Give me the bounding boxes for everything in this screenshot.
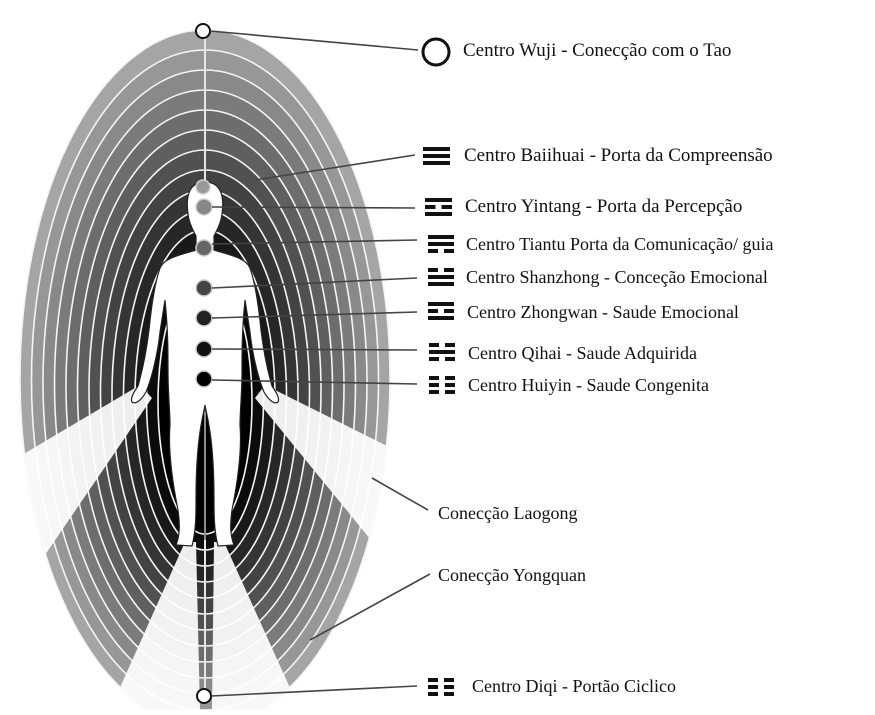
broken-bar: [445, 376, 455, 380]
broken-bar: [429, 357, 439, 361]
label-laogong: Conecção Laogong: [438, 503, 578, 523]
zhongwan-point: [195, 309, 213, 327]
trigram-icon: [425, 198, 452, 216]
broken-bar: [428, 309, 438, 313]
solid-bar: [423, 147, 450, 151]
wuji-point: [195, 23, 211, 39]
qihai-point: [195, 340, 213, 358]
wuji-leader: [209, 30, 419, 51]
huiyin-leader: [211, 379, 418, 385]
human-silhouette: [130, 181, 280, 547]
broken-bar: [429, 376, 439, 380]
zhongwan-leader: [211, 311, 418, 319]
diqi-point: [196, 688, 212, 704]
huiyin-point: [195, 370, 213, 388]
solid-bar: [425, 198, 452, 202]
broken-bar: [428, 249, 438, 253]
broken-bar: [445, 383, 455, 387]
left-foot-beam: [110, 542, 200, 710]
right-foot-beam: [212, 542, 300, 710]
broken-bar: [428, 685, 438, 689]
solid-bar: [425, 212, 452, 216]
solid-bar: [423, 161, 450, 165]
trigram-icon: [429, 343, 455, 361]
solid-bar: [423, 154, 450, 158]
label-wuji: Centro Wuji - Conecção com o Tao: [463, 40, 732, 61]
tiantu-leader: [211, 239, 418, 245]
baihui-leader: [254, 154, 416, 181]
yongquan-leader: [309, 573, 431, 641]
circle-icon: [421, 37, 451, 67]
solid-bar: [428, 235, 454, 239]
chakra-points: [195, 23, 213, 704]
label-yintang: Centro Yintang - Porta da Percepção: [465, 196, 743, 217]
label-huiyin: Centro Huiyin - Saude Congenita: [468, 375, 709, 395]
light-beams: [20, 385, 390, 710]
trigram-kun-icon: [429, 376, 455, 394]
label-shanzhong: Centro Shanzhong - Conceção Emocional: [466, 267, 768, 287]
trigram-icon: [428, 268, 454, 286]
tiantu-point: [195, 239, 213, 257]
diqi-leader: [210, 685, 418, 697]
broken-bar: [429, 343, 439, 347]
label-zhongwan: Centro Zhongwan - Saude Emocional: [467, 302, 739, 322]
broken-bar: [444, 249, 454, 253]
broken-bar: [428, 678, 438, 682]
broken-bar: [441, 205, 452, 209]
solid-bar: [428, 275, 454, 279]
label-baihui: Centro Baiihuai - Porta da Compreensão: [464, 145, 773, 166]
trigram-kun-icon: [428, 678, 454, 696]
broken-bar: [428, 692, 438, 696]
shanzhong-leader: [211, 277, 418, 289]
solid-bar: [428, 302, 454, 306]
label-yongquan: Conecção Yongquan: [438, 565, 586, 585]
yintang-leader: [211, 206, 416, 209]
broken-bar: [444, 309, 454, 313]
solid-bar: [428, 242, 454, 246]
label-qihai: Centro Qihai - Saude Adquirida: [468, 343, 697, 363]
solid-bar: [428, 282, 454, 286]
yintang-point: [195, 198, 213, 216]
shanzhong-point: [195, 279, 213, 297]
baihui-point: [195, 179, 211, 195]
trigram-symbols: [421, 37, 455, 696]
broken-bar: [445, 357, 455, 361]
label-tiantu: Centro Tiantu Porta da Comunicação/ guia: [466, 234, 774, 254]
broken-bar: [428, 268, 438, 272]
broken-bar: [425, 205, 436, 209]
broken-bar: [429, 390, 439, 394]
solid-bar: [428, 316, 454, 320]
trigram-icon: [428, 302, 454, 320]
right-hand-beam: [255, 385, 390, 545]
broken-bar: [445, 390, 455, 394]
broken-bar: [444, 268, 454, 272]
broken-bar: [444, 685, 454, 689]
trigram-icon: [428, 235, 454, 253]
label-diqi: Centro Diqi - Portão Ciclico: [472, 676, 676, 696]
broken-bar: [445, 343, 455, 347]
left-hand-beam: [20, 385, 152, 555]
broken-bar: [444, 678, 454, 682]
qihai-leader: [211, 348, 418, 351]
laogong-leader: [371, 477, 429, 511]
solid-bar: [429, 350, 455, 354]
trigram-qian-icon: [423, 147, 450, 165]
broken-bar: [444, 692, 454, 696]
broken-bar: [429, 383, 439, 387]
leader-lines: [209, 30, 431, 697]
